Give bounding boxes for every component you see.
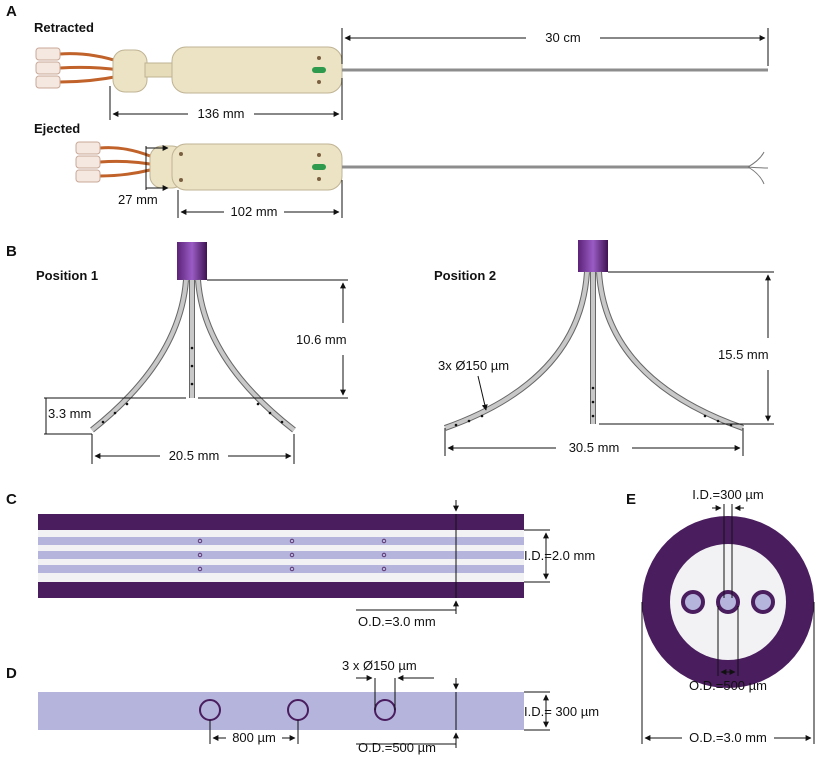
retracted-length-label: 136 mm [198,106,245,121]
capillary-cross-1 [681,590,705,614]
panel-c: C I.D.=2.0 mm O.D.=3.0 mm [6,491,595,629]
c-outer-diameter-label: O.D.=3.0 mm [358,614,436,629]
d-port-label: 3 x Ø150 µm [342,658,417,673]
p2-port-label: 3x Ø150 µm [438,358,509,373]
c-inner-diameter-label: I.D.=2.0 mm [524,548,595,563]
capillary-cross-2 [716,590,740,614]
position2-probe [443,240,744,431]
panel-b-letter: B [6,243,17,260]
position1-label: Position 1 [36,268,98,283]
p1-span-label: 20.5 mm [169,448,220,463]
capillary-cross-3 [751,590,775,614]
position1-probe [90,242,296,433]
luer-connectors [35,47,61,89]
panel-a-letter: A [6,3,17,20]
cannula-wall-bottom [38,582,524,598]
shaft-length-label: 30 cm [545,30,580,45]
luer-connectors-ejected [75,141,101,183]
fluid-lines-ejected [99,146,151,178]
d-inner-diameter-label: I.D.= 300 µm [524,704,599,719]
ejected-device [75,141,769,191]
panel-b: B Position 1 Position 2 10.6 mm [6,240,774,464]
panel-a: A Retracted 30 cm [6,3,769,219]
p2-span-label: 30.5 mm [569,440,620,455]
e-inner-diameter-label: I.D.=300 µm [692,487,763,502]
cannula-tip-2 [578,240,608,272]
ejection-offset-label: 27 mm [118,192,158,207]
panel-d: D 3 x Ø150 µm 800 µm I.D.= 300 µm O.D.=5… [6,658,599,755]
p2-height-label: 15.5 mm [718,347,769,362]
indicator-light-ejected [312,164,326,170]
cannula-tip [177,242,207,280]
capillary-2 [38,551,524,559]
fluid-lines [59,52,121,84]
cannula-wall-top [38,514,524,530]
panel-c-letter: C [6,491,17,508]
ejected-label: Ejected [34,121,80,136]
ports [197,538,387,572]
ejected-length-label: 102 mm [231,204,278,219]
capillary-3 [38,565,524,573]
retracted-label: Retracted [34,20,94,35]
retracted-device [35,46,768,94]
plunger-cap [112,49,148,93]
panel-e-letter: E [626,491,636,508]
capillary-1 [38,537,524,545]
panel-d-letter: D [6,665,17,682]
position2-label: Position 2 [434,268,496,283]
d-outer-diameter-label: O.D.=500 µm [358,740,436,755]
capillary-tube [38,692,524,730]
e-outer-diameter-label: O.D.=3.0 mm [689,730,767,745]
p1-height-label: 10.6 mm [296,332,347,347]
d-port-spacing-label: 800 µm [232,730,276,745]
panel-e: E I.D.=300 µm O.D.=500 µm O.D.=3.0 mm [626,487,815,745]
p1-tip-rise-label: 3.3 mm [48,406,91,421]
ejected-probes [747,151,769,185]
indicator-light [312,67,326,73]
e-capillary-od-label: O.D.=500 µm [689,678,767,693]
